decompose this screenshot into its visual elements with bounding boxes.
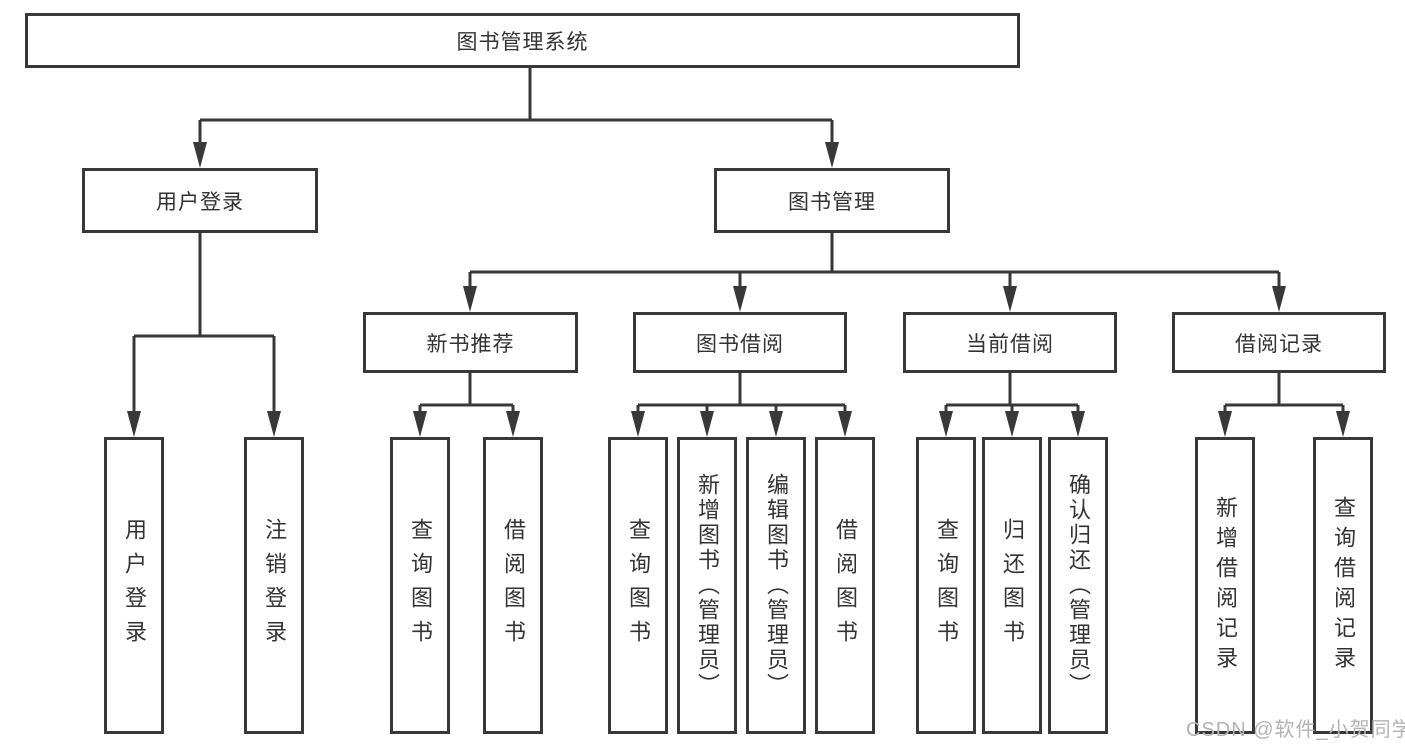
- leaf-query-books-current: 查询图书: [916, 437, 976, 734]
- leaf-borrow-books-recommend: 借阅图书: [483, 437, 543, 734]
- leaf-add-borrow-record: 新增借阅记录: [1195, 437, 1255, 734]
- leaf-query-books-recommend: 查询图书: [390, 437, 450, 734]
- connector-newbook-to-leaves: [418, 373, 515, 415]
- leaf-logout-login: 注销登录: [244, 437, 304, 734]
- node-new-book-recommend: 新书推荐: [363, 312, 578, 373]
- arrowhead: [631, 411, 645, 437]
- arrowhead: [1005, 411, 1019, 437]
- leaf-query-books-borrow: 查询图书: [608, 437, 668, 734]
- connector-root-to-level1: [198, 68, 834, 146]
- connector-borrowrecord-to-leaves: [1223, 373, 1345, 415]
- arrowhead: [1003, 286, 1017, 312]
- node-current-borrow: 当前借阅: [903, 312, 1117, 373]
- leaf-borrow-books: 借阅图书: [815, 437, 875, 734]
- arrowhead: [463, 286, 477, 312]
- arrowhead: [733, 286, 747, 312]
- leaf-add-books-admin: 新增图书（管理员）: [677, 437, 737, 734]
- arrowheads: [127, 142, 1350, 437]
- node-book-management: 图书管理: [714, 168, 950, 233]
- connector-currentborrow-to-leaves: [944, 373, 1080, 415]
- node-library-management-system: 图书管理系统: [25, 13, 1020, 68]
- connector-userlogin-to-leaves: [132, 233, 276, 415]
- leaf-user-login: 用户登录: [104, 437, 164, 734]
- node-borrow-records: 借阅记录: [1172, 312, 1386, 373]
- leaf-confirm-return-admin: 确认归还（管理员）: [1048, 437, 1108, 734]
- arrowhead: [700, 411, 714, 437]
- leaf-return-books: 归还图书: [982, 437, 1042, 734]
- arrowhead: [769, 411, 783, 437]
- arrowhead: [1336, 411, 1350, 437]
- leaf-edit-books-admin: 编辑图书（管理员）: [746, 437, 806, 734]
- leaf-query-borrow-record: 查询借阅记录: [1313, 437, 1373, 734]
- csdn-watermark: CSDN @软件_小贺同学: [1186, 719, 1405, 741]
- node-book-borrow: 图书借阅: [633, 312, 847, 373]
- arrowhead: [1272, 286, 1286, 312]
- arrowhead: [838, 411, 852, 437]
- arrowhead: [825, 142, 839, 168]
- arrowhead: [267, 411, 281, 437]
- arrowhead: [506, 411, 520, 437]
- arrowhead: [939, 411, 953, 437]
- node-user-login: 用户登录: [82, 168, 318, 233]
- arrowhead: [193, 142, 207, 168]
- connector-bookmgmt-to-level2: [468, 233, 1281, 290]
- connector-bookborrow-to-leaves: [636, 373, 847, 415]
- arrowhead: [1218, 411, 1232, 437]
- arrowhead: [413, 411, 427, 437]
- arrowhead: [1071, 411, 1085, 437]
- arrowhead: [127, 411, 141, 437]
